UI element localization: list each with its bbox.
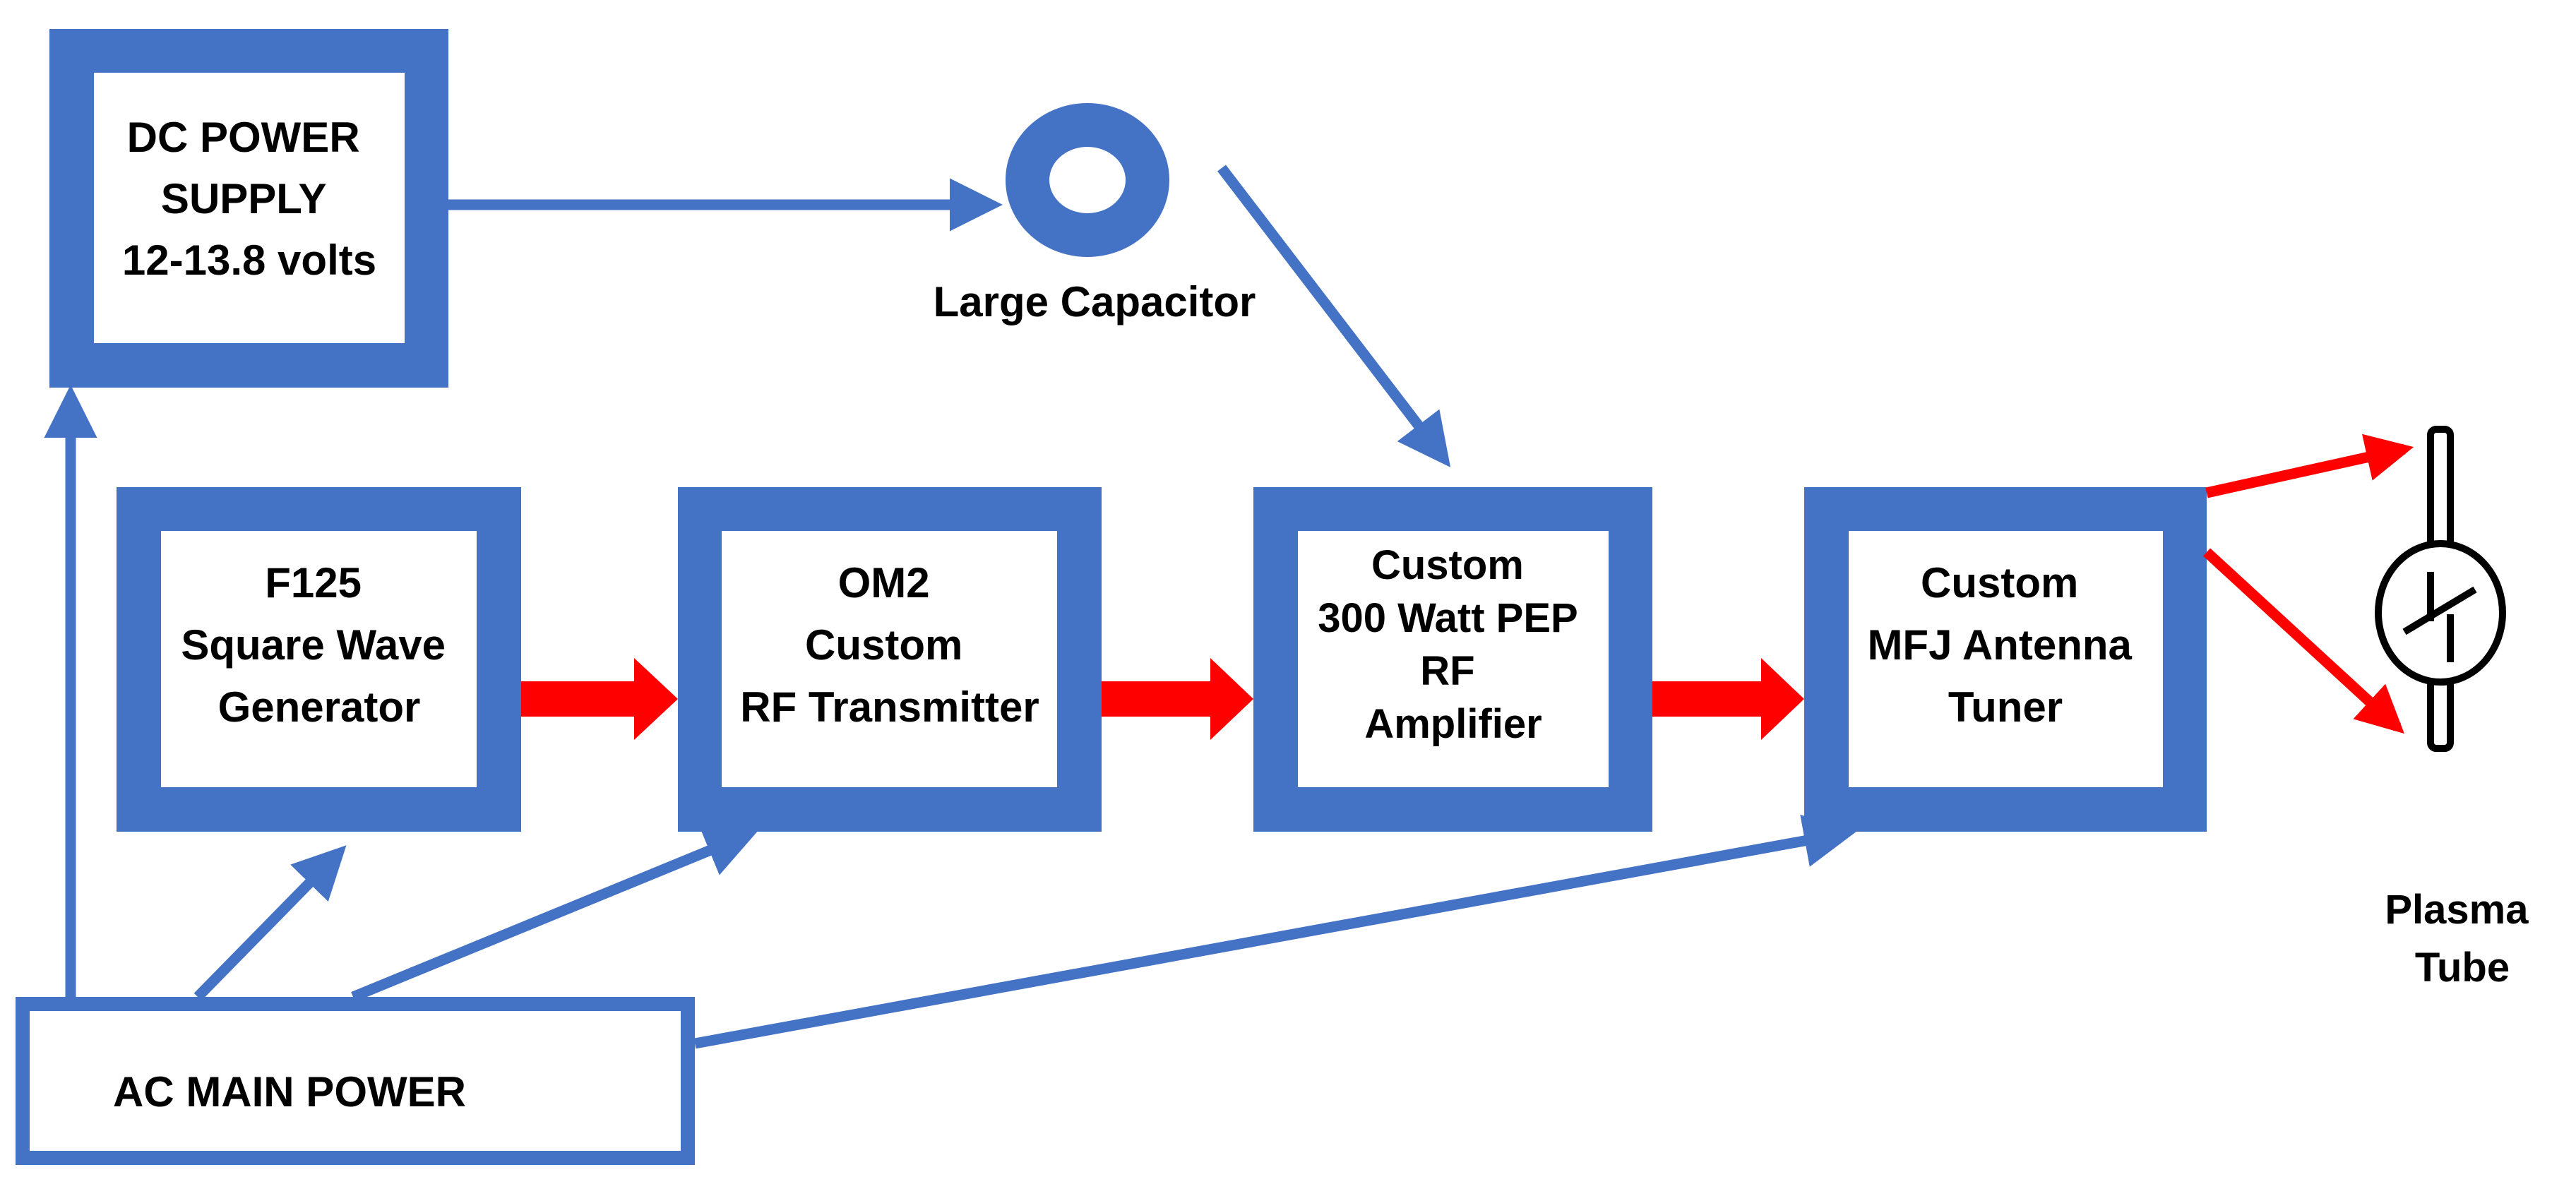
capacitor-icon (1006, 103, 1169, 257)
plasma-tube-icon (2375, 426, 2506, 752)
amplifier-to-tuner-rf-arrow (1652, 658, 1804, 740)
tuner-line-2: MFJ Antenna (1867, 621, 2132, 669)
om2-inner (722, 531, 1057, 787)
rf-signal-arrows (521, 658, 1804, 740)
rf-amplifier-block: Custom 300 Watt PEP RF Amplifier (1253, 487, 1652, 832)
dc-power-supply-line-1: DC POWER (127, 114, 360, 161)
svg-text:Custom MFJ Antenna: Custom MFJ Antenna Tuner (1867, 559, 2143, 731)
dc-power-supply-block: DC POWER SUPPLY 12-13.8 volts (49, 29, 448, 388)
ac-to-om2-arrow (351, 826, 758, 1002)
tuner-line-3: Tuner (1948, 683, 2063, 731)
amplifier-inner (1298, 531, 1609, 787)
f125-line-1: F125 (265, 559, 362, 606)
f125-generator-block: F125 Square Wave Generator (117, 487, 521, 832)
om2-transmitter-block: OM2 Custom RF Transmitter (678, 487, 1102, 832)
antenna-tuner-block: Custom MFJ Antenna Tuner (1804, 487, 2207, 832)
plasma-tube-line-2: Tube (2415, 945, 2510, 991)
svg-text:DC POWER SUPPLY 12: DC POWER SUPPLY 12-13.8 volts (122, 114, 376, 284)
dc-power-supply-line-2: SUPPLY (161, 175, 327, 222)
tuner-line-1: Custom (1921, 559, 2078, 606)
ac-main-power-block: AC MAIN POWER (16, 997, 695, 1165)
tuner-to-plasma-top-arrow (2205, 433, 2414, 498)
dc-power-supply-inner (94, 73, 405, 343)
ac-main-power-inner (30, 1011, 681, 1151)
f125-inner (161, 531, 477, 787)
power-connectors (44, 165, 1857, 1049)
ac-main-power-label: AC MAIN POWER (113, 1068, 466, 1116)
capacitor-label: Large Capacitor (934, 278, 1256, 325)
large-capacitor: Large Capacitor (934, 103, 1256, 325)
tuner-inner (1849, 531, 2163, 787)
f125-line-3: Generator (218, 683, 421, 731)
amplifier-line-4: Amplifier (1364, 701, 1542, 747)
amplifier-line-1: Custom (1371, 542, 1524, 588)
svg-text:OM2 Custom RF Tran: OM2 Custom RF Transmitter (740, 559, 1039, 731)
om2-to-amplifier-rf-arrow (1102, 658, 1253, 740)
svg-text:F125 Square Wave G: F125 Square Wave Generator (181, 559, 457, 731)
plasma-tube-line-1: Plasma (2385, 887, 2529, 933)
ac-to-f125-arrow (193, 845, 347, 1001)
svg-text:Plasma Tube: Plasma Tube (2385, 887, 2539, 991)
amplifier-line-3: RF (1420, 648, 1474, 694)
om2-line-1: OM2 (838, 559, 930, 606)
plasma-tube: Plasma Tube (2375, 426, 2539, 991)
capacitor-to-amplifier-arrow (1217, 165, 1451, 467)
amplifier-line-2: 300 Watt PEP (1318, 595, 1577, 641)
om2-line-2: Custom (805, 621, 962, 669)
f125-line-2: Square Wave (181, 621, 446, 669)
tuner-to-plasma-bottom-arrow (2202, 548, 2404, 734)
svg-text:Custom 300 Watt PEP: Custom 300 Watt PEP RF Amplifier (1318, 542, 1589, 747)
f125-to-om2-rf-arrow (521, 658, 678, 740)
rf-output-arrows (2202, 433, 2414, 734)
ac-to-tuner-arrow (693, 814, 1857, 1049)
dc-power-supply-line-3: 12-13.8 volts (122, 237, 376, 284)
om2-line-3: RF Transmitter (740, 683, 1039, 731)
